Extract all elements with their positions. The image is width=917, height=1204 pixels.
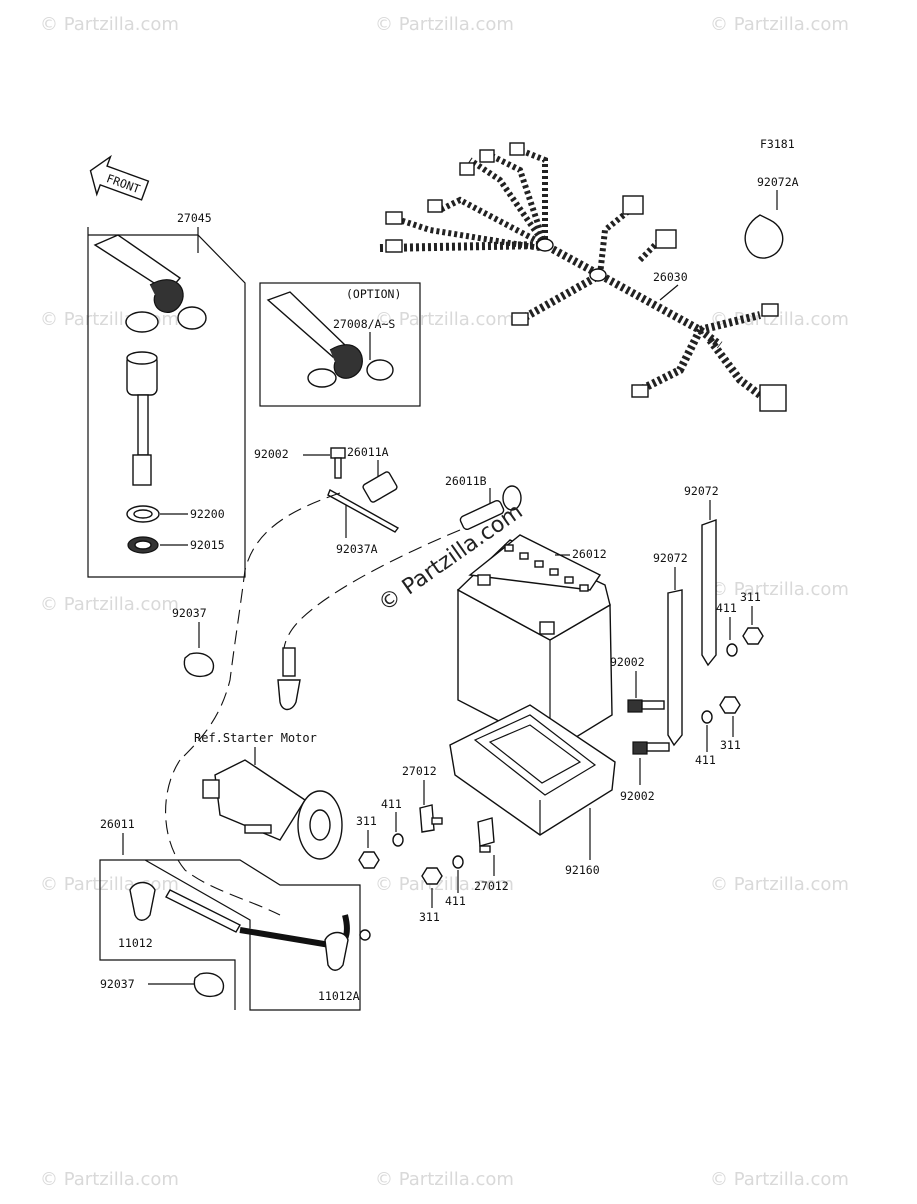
part-label-26011A: 26011A: [347, 445, 389, 459]
diagram-code: F3181: [760, 137, 795, 151]
part-label-92072A: 92072A: [757, 175, 799, 189]
battery-tray-92160: 92160: [449, 704, 616, 877]
ignition-kit-group: 27045 92200 92015: [87, 211, 246, 578]
part-label-27012-b: 27012: [474, 879, 509, 893]
connector: [759, 384, 787, 412]
connector: [511, 312, 529, 326]
connector: [459, 162, 475, 176]
watermark: © Partzilla.com: [375, 874, 514, 895]
part-label-92072-a: 92072: [684, 484, 719, 498]
connector: [622, 195, 644, 215]
strap-92072-group: 92072 92072 411 311 92002 411 311 92002: [610, 484, 764, 803]
watermark: © Partzilla.com: [40, 14, 179, 35]
part-label-92002-c: 92002: [620, 789, 655, 803]
part-label-11012A: 11012A: [318, 989, 360, 1003]
connector: [385, 239, 403, 253]
watermark: © Partzilla.com: [40, 594, 179, 615]
part-label-92037-b: 92037: [100, 977, 135, 991]
part-label-26012: 26012: [572, 547, 607, 561]
key-lock: [125, 311, 159, 333]
part-label-11012: 11012: [118, 936, 153, 950]
part-label-411-b: 411: [695, 753, 716, 767]
watermark: © Partzilla.com: [710, 1169, 849, 1190]
part-label-27012-a: 27012: [402, 764, 437, 778]
watermark-grid: © Partzilla.com © Partzilla.com © Partzi…: [40, 14, 849, 1190]
watermark: © Partzilla.com: [375, 14, 514, 35]
watermark: © Partzilla.com: [375, 309, 514, 330]
watermark: © Partzilla.com: [40, 874, 179, 895]
battery-caps: [504, 544, 589, 592]
connector: [655, 229, 677, 249]
part-label-411-c: 411: [381, 797, 402, 811]
part-label-92002-b: 92002: [610, 655, 645, 669]
connector: [631, 384, 649, 398]
ref-starter-motor-label: Ref.Starter Motor: [194, 731, 317, 745]
key-cap: [177, 306, 207, 330]
option-label: (OPTION): [346, 287, 401, 301]
watermark: © Partzilla.com: [40, 1169, 179, 1190]
watermark: © Partzilla.com: [710, 579, 849, 600]
watermark: © Partzilla.com: [710, 309, 849, 330]
part-label-92002-a: 92002: [254, 447, 289, 461]
part-label-26030: 26030: [653, 270, 688, 284]
part-label-311-d: 311: [419, 910, 440, 924]
part-label-26011: 26011: [100, 817, 135, 831]
part-label-92037-a: 92037: [172, 606, 207, 620]
part-label-411-d: 411: [445, 894, 466, 908]
part-label-92072-b: 92072: [653, 551, 688, 565]
part-label-27008: 27008/A~S: [333, 317, 395, 331]
watermark: © Partzilla.com: [710, 14, 849, 35]
connector: [427, 199, 443, 213]
part-label-411-a: 411: [716, 601, 737, 615]
battery-26012: 26012: [456, 534, 613, 752]
terminal: [277, 647, 301, 711]
part-label-26011B: 26011B: [445, 474, 487, 488]
option-keyfob-group: (OPTION) 27008/A~S: [259, 282, 421, 407]
connector: [385, 211, 403, 225]
watermark: © Partzilla.com: [710, 874, 849, 895]
cable-26011B-group: 26011B: [445, 474, 522, 531]
part-label-92200: 92200: [190, 507, 225, 521]
wiring-harness-group: 26030: [379, 142, 787, 412]
key-fob: [93, 234, 182, 293]
part-label-311-b: 311: [720, 738, 741, 752]
ignition-wire: [137, 394, 149, 456]
clamp-92072A: 92072A: [744, 175, 799, 259]
part-label-92037A: 92037A: [336, 542, 378, 556]
part-label-27045: 27045: [177, 211, 212, 225]
part-label-92160: 92160: [565, 863, 600, 877]
part-label-311-a: 311: [740, 590, 761, 604]
cable-26011A-group: 26011A 92002 92037A: [254, 445, 400, 556]
front-arrow-icon: FRONT: [89, 154, 150, 201]
key-fob-lanyard: [149, 279, 184, 313]
watermark: © Partzilla.com: [375, 1169, 514, 1190]
bracket-27012-group: 27012 411 311 27012 411 311: [356, 764, 509, 924]
connector: [509, 142, 525, 156]
part-label-311-c: 311: [356, 814, 377, 828]
ignition-connector: [132, 454, 152, 486]
starter-motor: Ref.Starter Motor: [194, 731, 343, 860]
connector: [761, 303, 779, 317]
part-label-92015: 92015: [190, 538, 225, 552]
connector: [479, 149, 495, 163]
clamp-92037-a: 92037: [172, 606, 215, 678]
cable-26011-group: 26011 11012 11012A 92037: [99, 817, 371, 1011]
